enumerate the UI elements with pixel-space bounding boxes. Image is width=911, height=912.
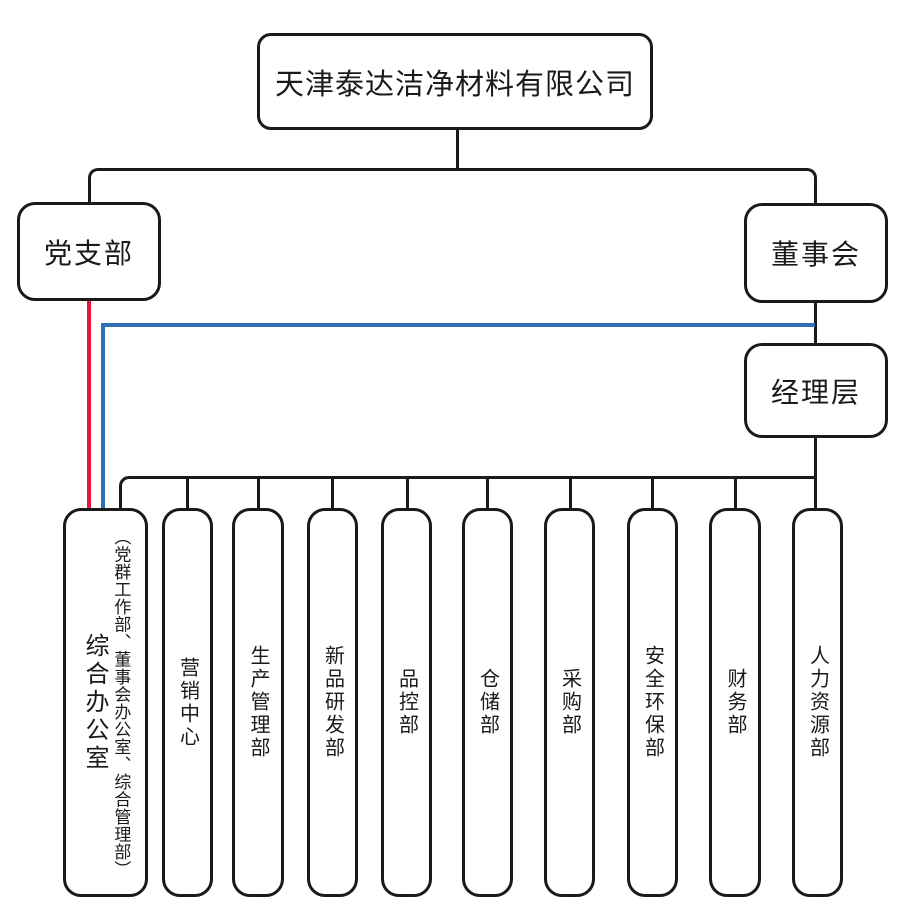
node-board: 董事会 [744, 203, 888, 303]
node-board-label: 董事会 [770, 239, 861, 270]
node-dept-marketing-center: 营销中心 [162, 508, 213, 897]
node-dept-marketing-center-label: 营销中心 [176, 656, 199, 749]
connector-drop-safety [651, 476, 654, 508]
connector-drop-procurement [569, 476, 572, 508]
node-company-label: 天津泰达洁净材料有限公司 [274, 68, 635, 101]
connector-company-to-board [457, 168, 817, 206]
node-company: 天津泰达洁净材料有限公司 [257, 33, 653, 130]
node-dept-new-product-rd-label: 新品研发部 [321, 645, 344, 760]
node-management-label: 经理层 [770, 376, 861, 408]
node-dept-production-management-label: 生产管理部 [247, 645, 269, 760]
connector-drop-quality [406, 476, 409, 508]
node-dept-procurement: 采购部 [544, 508, 595, 897]
node-dept-procurement-label: 采购部 [558, 668, 581, 737]
node-dept-finance-label: 财务部 [724, 668, 746, 737]
node-management: 经理层 [744, 343, 888, 438]
connector-company-to-party [88, 168, 457, 205]
node-dept-general-office-sublabel: （党群工作部、董事会办公室、综合管理部） [111, 527, 131, 878]
node-dept-warehouse-label: 仓储部 [476, 668, 499, 737]
node-dept-general-office: 综合办公室 （党群工作部、董事会办公室、综合管理部） [63, 508, 148, 897]
connector-company-stem [456, 130, 459, 171]
node-party-branch-label: 党支部 [43, 237, 134, 269]
node-dept-human-resources: 人力资源部 [792, 508, 843, 897]
node-dept-quality-control-label: 品控部 [395, 668, 418, 737]
connector-departments-trunk [119, 476, 816, 508]
connector-drop-new-product [331, 476, 334, 508]
node-dept-production-management: 生产管理部 [232, 508, 284, 897]
connector-drop-finance [734, 476, 737, 508]
node-dept-general-office-label: 综合办公室 [81, 632, 108, 773]
connector-management-stem [814, 436, 817, 508]
node-dept-warehouse: 仓储部 [462, 508, 513, 897]
node-dept-quality-control: 品控部 [381, 508, 432, 897]
connector-drop-production [257, 476, 260, 508]
connector-party-to-general-office [87, 300, 91, 508]
connector-drop-marketing [186, 476, 189, 508]
connector-board-to-management [814, 301, 817, 345]
connector-board-to-general-office [101, 323, 815, 508]
node-party-branch: 党支部 [17, 202, 161, 301]
node-dept-human-resources-label: 人力资源部 [806, 645, 829, 760]
connector-drop-warehouse [486, 476, 489, 508]
node-dept-new-product-rd: 新品研发部 [307, 508, 358, 897]
node-dept-finance: 财务部 [709, 508, 761, 897]
node-dept-safety-environment-label: 安全环保部 [641, 645, 664, 760]
node-dept-safety-environment: 安全环保部 [627, 508, 678, 897]
